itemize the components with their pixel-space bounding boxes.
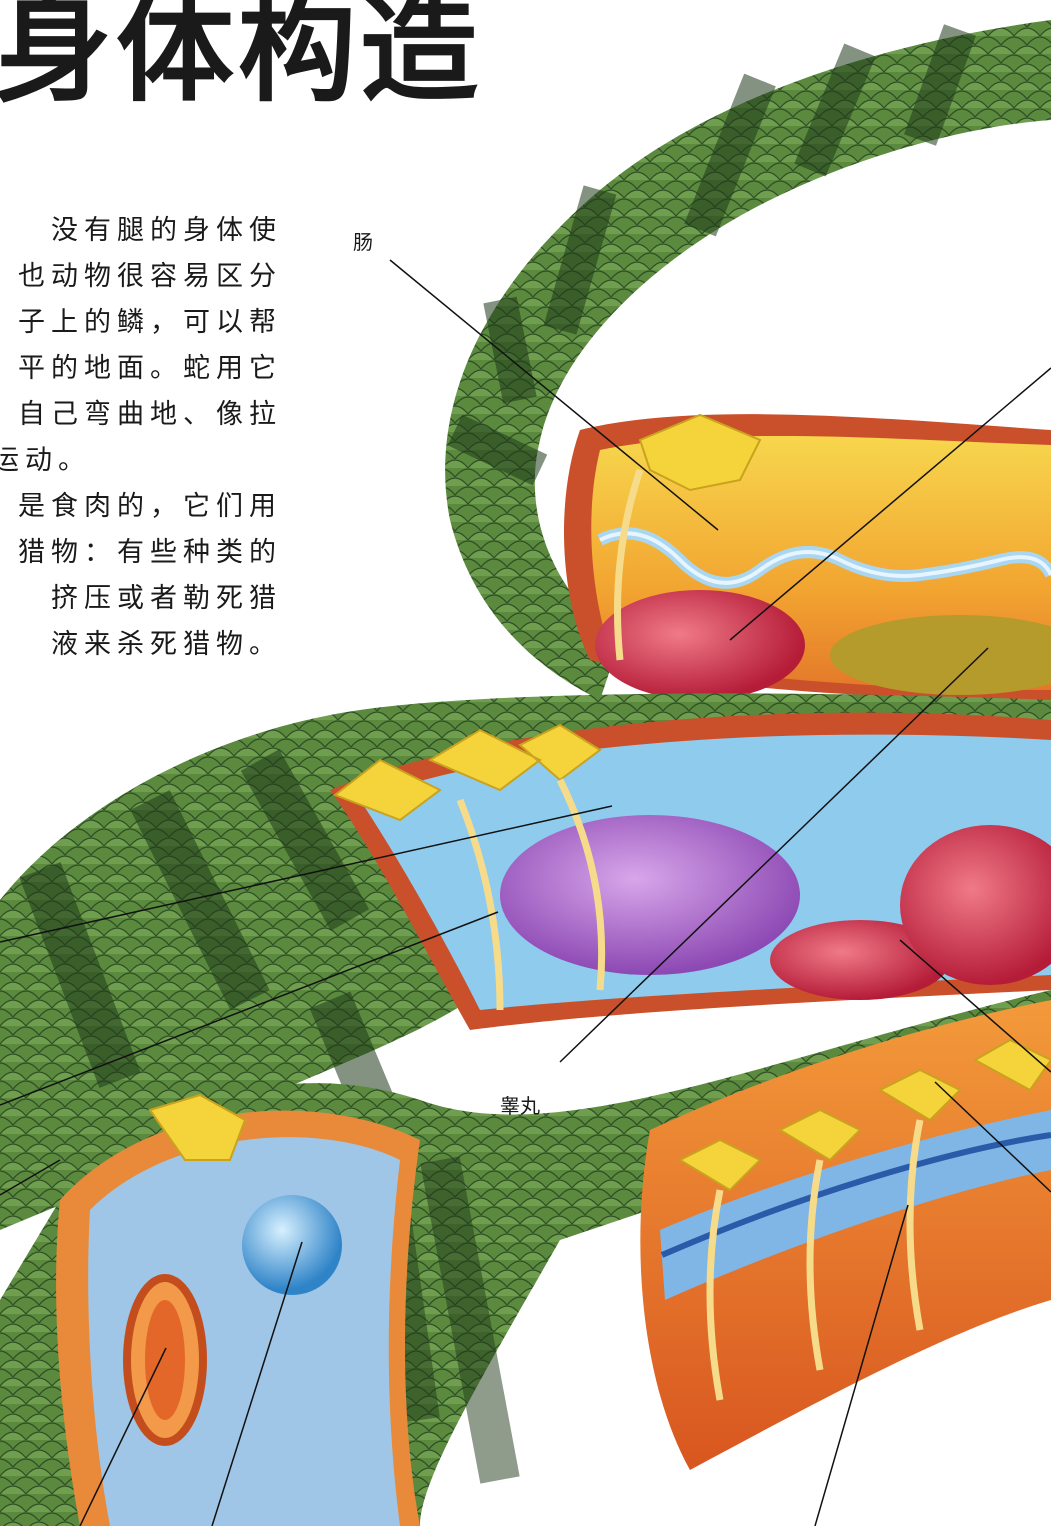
body-line: 是食肉的，它们用 [0,484,282,530]
body-line: 也动物很容易区分 [0,254,282,300]
body-line: 子上的鳞，可以帮 [0,300,282,346]
upper-cutaway [564,414,1051,700]
page-title: 身体构造 [0,0,482,120]
body-line: 运动。 [0,438,282,484]
body-line: 液来杀死猎物。 [0,622,282,668]
body-line: 平的地面。蛇用它 [0,346,282,392]
label-intestine: 肠 [353,226,373,255]
lower-right-cutaway [640,1000,1051,1470]
body-line: 没有腿的身体使 [0,208,282,254]
body-text: 没有腿的身体使 也动物很容易区分 子上的鳞，可以帮 平的地面。蛇用它 自己弯曲地… [0,208,282,668]
body-line: 猎物：有些种类的 [0,530,282,576]
label-testis: 睾丸 [500,1090,540,1119]
body-line: 挤压或者勒死猎 [0,576,282,622]
body-line: 自己弯曲地、像拉 [0,392,282,438]
lower-left-cutaway [56,1095,420,1526]
